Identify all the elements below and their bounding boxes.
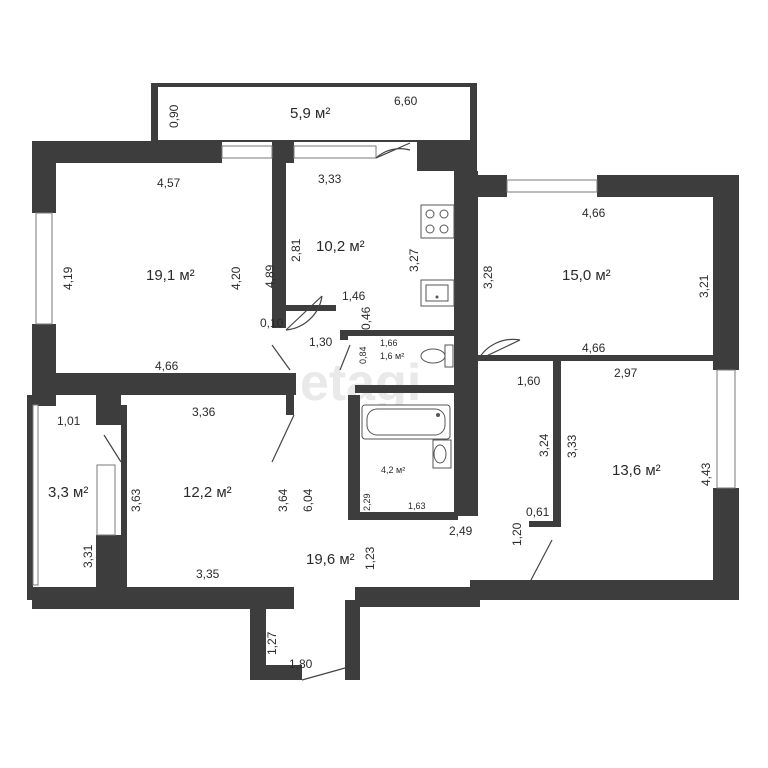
hall-dim: 6,04	[301, 488, 315, 512]
bedroom-sw-dim: 3,63	[129, 488, 143, 512]
hall-dim: 3,24	[537, 433, 551, 457]
bedroom-sw-dim: 3,36	[192, 405, 216, 419]
hall-dim: 1,27	[265, 631, 279, 655]
bedroom-east-dim: 3,28	[481, 265, 495, 289]
kitchen-dim: 0,46	[359, 306, 373, 330]
balcony-area: 5,9 м²	[290, 105, 330, 122]
interior-walls	[56, 163, 713, 587]
bedroom-se-dim: 3,33	[565, 434, 579, 458]
wc-dim: 0,84	[358, 346, 368, 364]
living-area: 19,1 м²	[146, 267, 195, 284]
hall-dim: 1,30	[309, 335, 333, 349]
stove-icon	[420, 204, 455, 239]
hall-dim: 2,49	[449, 524, 473, 538]
bedroom-se-dim: 0,61	[526, 505, 550, 519]
window-bedroom-sw	[96, 464, 116, 536]
windows	[32, 145, 736, 586]
bedroom-se-area: 13,6 м²	[612, 462, 661, 479]
washbasin-icon	[432, 439, 452, 469]
living-dim: 4,19	[61, 266, 75, 290]
doors	[103, 142, 553, 681]
wc-area: 1,6 м²	[380, 351, 404, 361]
kitchen-dim: 3,27	[407, 248, 421, 272]
wc-dim: 1,66	[380, 338, 398, 348]
kitchen-dim: 2,81	[289, 238, 303, 262]
loggia-dim: 3,31	[81, 544, 95, 568]
outer-walls	[27, 141, 739, 680]
window-living	[221, 145, 273, 159]
bedroom-east-dim: 4,66	[582, 206, 606, 220]
sink-icon	[420, 279, 455, 307]
bathroom-area: 4,2 м²	[381, 465, 405, 475]
loggia-area: 3,3 м²	[48, 484, 88, 501]
bedroom-east-area: 15,0 м²	[562, 267, 611, 284]
living-dim: 4,66	[155, 359, 179, 373]
window-bedroom-east	[506, 179, 598, 193]
bedroom-se-dim: 4,43	[699, 462, 713, 486]
bathroom-dim: 1,63	[408, 501, 426, 511]
window-living-west	[35, 212, 53, 325]
balcony-dim: 0,90	[167, 104, 181, 128]
kitchen-area: 10,2 м²	[316, 238, 365, 255]
living-dim: 0,10	[260, 316, 284, 330]
bedroom-east-dim: 4,66	[582, 341, 606, 355]
window-kitchen	[293, 145, 377, 159]
bedroom-sw-area: 12,2 м²	[183, 484, 232, 501]
bedroom-east-dim: 3,21	[697, 274, 711, 298]
balcony-dim: 6,60	[394, 94, 418, 108]
living-dim: 4,89	[263, 264, 277, 288]
hall-dim: 1,80	[289, 657, 313, 671]
bedroom-sw-dim: 3,35	[196, 567, 220, 581]
hall-dim: 1,20	[510, 522, 524, 546]
bathtub-icon	[361, 404, 451, 440]
hall-dim: 1,60	[517, 374, 541, 388]
loggia-dim: 1,01	[57, 414, 81, 428]
watermark: etagi	[300, 354, 421, 412]
hall-area: 19,6 м²	[306, 551, 355, 568]
living-dim: 4,57	[157, 176, 181, 190]
balcony	[151, 83, 477, 142]
bedroom-se-dim: 2,97	[614, 366, 638, 380]
window-bedroom-se	[716, 369, 736, 489]
bathroom-dim: 2,29	[362, 493, 372, 511]
kitchen-dim: 1,46	[342, 289, 366, 303]
kitchen-dim: 3,33	[318, 172, 342, 186]
toilet-icon	[420, 344, 454, 368]
bedroom-sw-dim: 3,64	[276, 488, 290, 512]
living-dim: 4,20	[229, 266, 243, 290]
loggia-glazing	[32, 404, 39, 586]
hall-dim: 1,23	[363, 546, 377, 570]
